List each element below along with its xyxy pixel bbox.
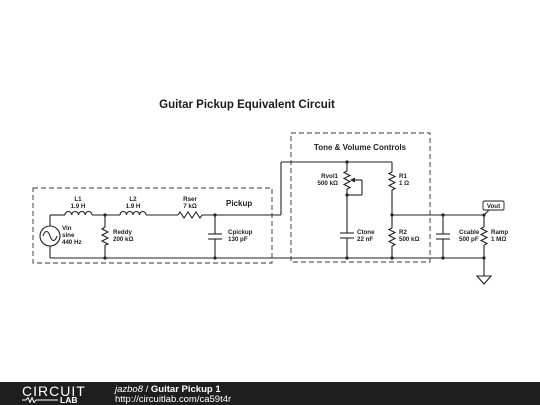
ramp-name-label: Ramp [491, 229, 508, 236]
l1-name-label: L1 [74, 196, 82, 203]
diagram-title: Guitar Pickup Equivalent Circuit [159, 99, 335, 111]
circuitlab-logo-text: CIRCUIT [22, 383, 86, 399]
pickup-group-box [32, 187, 273, 264]
vin-name-label: Vin [62, 225, 72, 232]
author-link[interactable]: jazbo8 [115, 384, 143, 395]
l1-value-label: 1.9 H [71, 203, 86, 210]
footer-credit: jazbo8 / Guitar Pickup 1 [115, 384, 221, 395]
cpickup-capacitor [208, 233, 222, 240]
ccable-capacitor [436, 233, 450, 240]
vin-type-label: sine [62, 232, 75, 239]
wires [49, 161, 485, 276]
rvol1-name-label: Rvol1 [321, 173, 338, 180]
tone-volume-group-label: Tone & Volume Controls [314, 143, 407, 152]
rser-value-label: 7 kΩ [183, 203, 197, 210]
l1-inductor [64, 210, 93, 216]
rvol1-potentiometer [342, 170, 355, 190]
circuit-trace-icon [22, 397, 58, 403]
schematic-canvas: Guitar Pickup Equivalent Circuit Pickup … [32, 99, 508, 285]
r2-name-label: R2 [399, 229, 407, 236]
reddy-resistor [100, 226, 110, 246]
ramp-resistor [479, 226, 489, 246]
reddy-name-label: Reddy [113, 229, 132, 236]
ccable-name-label: Ccable [459, 229, 480, 236]
l2-value-label: 1.9 H [126, 203, 141, 210]
junction-dots [103, 160, 486, 260]
vin-sine-source [39, 225, 61, 247]
footer-bar: CIRCUIT LAB jazbo8 / Guitar Pickup 1 htt… [0, 382, 540, 405]
r1-name-label: R1 [399, 173, 407, 180]
cpickup-value-label: 130 pF [228, 236, 248, 243]
r1-resistor [387, 171, 397, 191]
circuit-name: Guitar Pickup 1 [150, 384, 221, 395]
l2-name-label: L2 [129, 196, 137, 203]
cpickup-name-label: Cpickup [228, 229, 253, 236]
pickup-group-label: Pickup [226, 199, 252, 208]
r1-value-label: 1 Ω [399, 180, 409, 187]
ctone-value-label: 22 nF [357, 236, 373, 243]
ctone-name-label: Ctone [357, 229, 375, 236]
footer-separator: / [143, 384, 151, 395]
tone-volume-group-box [290, 132, 431, 263]
vout-probe [482, 200, 505, 216]
circuitlab-logo-subtext: LAB [60, 395, 78, 405]
ramp-value-label: 1 MΩ [491, 236, 506, 243]
r2-value-label: 500 kΩ [399, 236, 419, 243]
ctone-capacitor [340, 232, 354, 239]
rvol1-value-label: 500 kΩ [318, 180, 338, 187]
rser-name-label: Rser [183, 196, 197, 203]
vout-probe-label: Vout [487, 203, 500, 210]
reddy-value-label: 200 kΩ [113, 236, 133, 243]
ground-icon [475, 275, 493, 285]
vin-value-label: 440 Hz [62, 239, 82, 246]
circuit-url-link[interactable]: http://circuitlab.com/ca59t4r [115, 394, 232, 405]
l2-inductor [119, 210, 147, 216]
ccable-value-label: 500 pF [459, 236, 479, 243]
rser-resistor [177, 211, 203, 219]
r2-resistor [387, 227, 397, 247]
